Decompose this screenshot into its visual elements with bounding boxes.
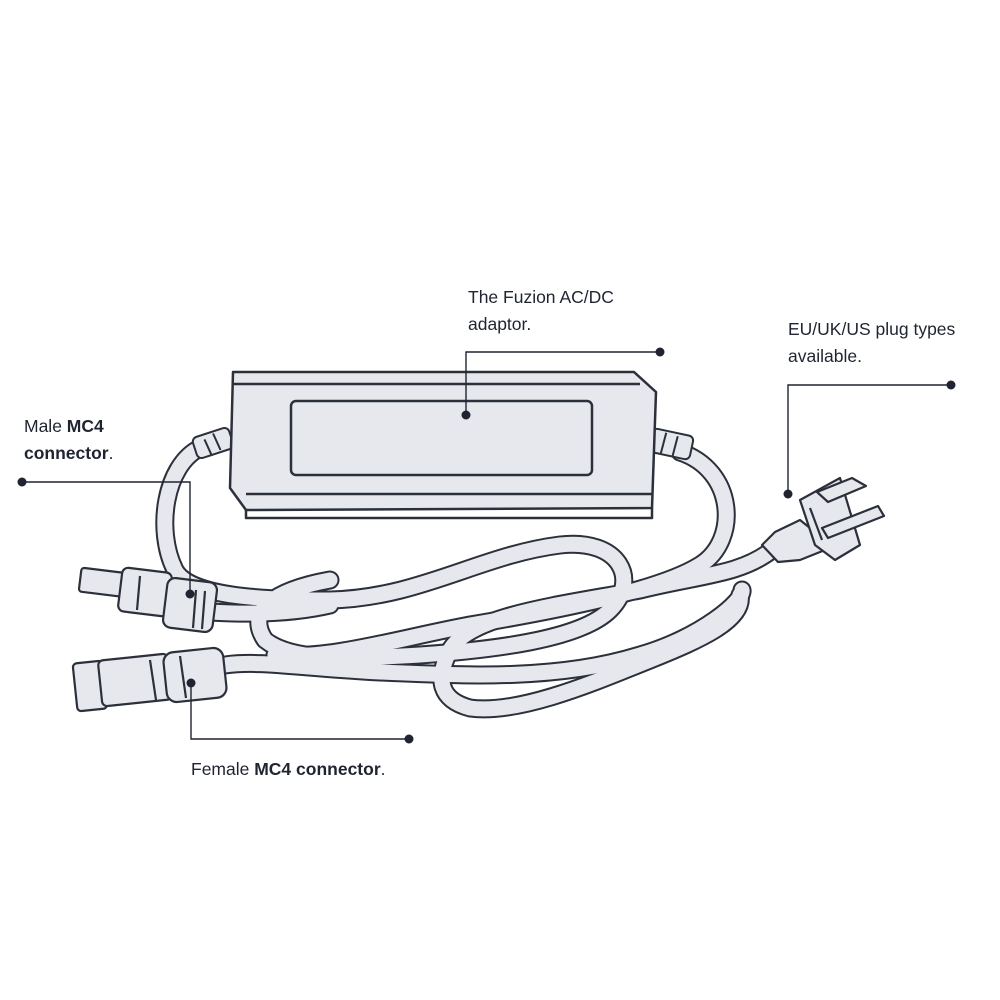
- female-mc4-connector: [71, 646, 228, 713]
- plug-callout-label: EU/UK/US plug types available.: [788, 316, 955, 370]
- male-label-suffix: .: [108, 443, 114, 463]
- plug-leader: [787, 384, 951, 494]
- male-dot-end: [17, 477, 27, 487]
- female-label-bold: MC4 connector: [254, 759, 381, 779]
- plug-dot-target: [783, 489, 793, 499]
- male-dot-target: [185, 589, 195, 599]
- plug-label-line2: available.: [788, 346, 862, 366]
- male-mc4-connector: [77, 566, 219, 634]
- male-leader: [22, 481, 191, 594]
- female-dot-end: [404, 734, 414, 744]
- female-label-suffix: .: [380, 759, 386, 779]
- adaptor-dot-target: [461, 410, 471, 420]
- adaptor-leader: [465, 351, 660, 415]
- adaptor-label-line1: The Fuzion AC/DC: [468, 287, 614, 307]
- adaptor-label-line2: adaptor.: [468, 314, 532, 334]
- female-connector-callout-label: Female MC4 connector.: [191, 756, 386, 783]
- strain-relief-left: [191, 426, 235, 460]
- male-label-bold-connector: connector: [24, 443, 109, 463]
- adaptor-dot-end: [655, 347, 665, 357]
- plug-dot-end: [946, 380, 956, 390]
- power-plug: [760, 476, 886, 564]
- callout-lines: [22, 351, 951, 740]
- adaptor-label-panel: [289, 399, 594, 477]
- callout-dots: [17, 347, 956, 744]
- female-leader: [190, 683, 409, 740]
- adaptor-body: [228, 370, 658, 520]
- male-label-prefix: Male: [24, 416, 67, 436]
- male-connector-callout-label: Male MC4 connector.: [24, 413, 113, 467]
- female-label-prefix: Female: [191, 759, 255, 779]
- plug-label-line1: EU/UK/US plug types: [788, 319, 956, 339]
- female-dot-target: [186, 678, 196, 688]
- adaptor-callout-label: The Fuzion AC/DC adaptor.: [468, 284, 614, 338]
- male-label-bold-mc4: MC4: [66, 416, 104, 436]
